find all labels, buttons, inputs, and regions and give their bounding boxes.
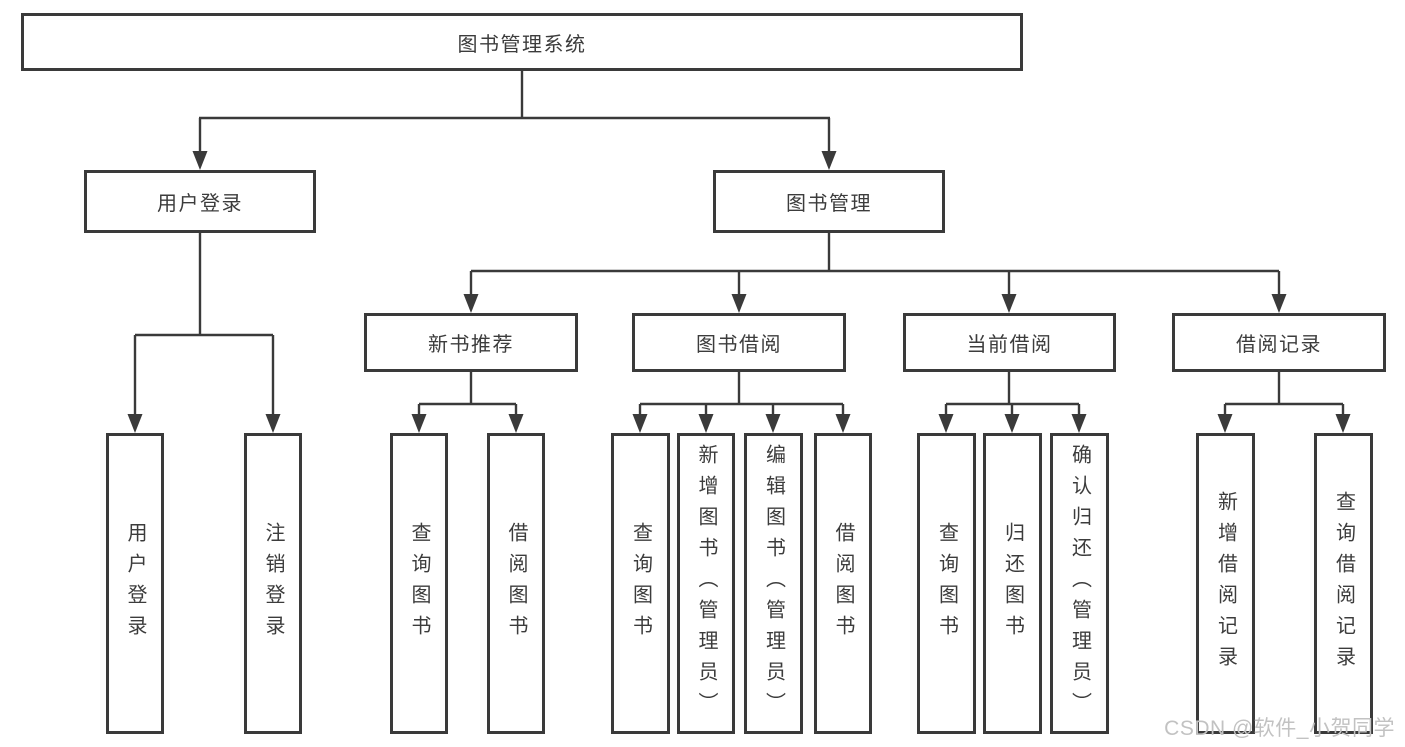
node-add-borrow-record-label: 新增借阅记录 <box>1214 490 1237 677</box>
node-edit-book-admin: 编辑图书（管理员） <box>744 433 803 734</box>
node-borrow-borrow-book: 借阅图书 <box>814 433 872 734</box>
node-book-management-label: 图书管理 <box>786 193 872 215</box>
node-add-book-admin-label: 新增图书（管理员） <box>695 444 717 723</box>
arrowhead-icon <box>508 414 524 433</box>
node-book-borrow: 图书借阅 <box>632 313 846 372</box>
node-add-book-admin: 新增图书（管理员） <box>677 433 735 734</box>
node-new-book-recommend-label: 新书推荐 <box>428 334 514 356</box>
node-borrow-record: 借阅记录 <box>1172 313 1386 372</box>
node-edit-book-admin-label: 编辑图书（管理员） <box>762 444 785 723</box>
node-library-management-system-label: 图书管理系统 <box>457 33 587 56</box>
arrowhead-icon <box>698 414 714 433</box>
node-logout-label: 注销登录 <box>262 521 284 646</box>
node-user-login-module-label: 用户登录 <box>157 193 243 215</box>
node-confirm-return-admin-label: 确认归还（管理员） <box>1068 444 1091 723</box>
arrowhead-icon <box>1335 414 1351 433</box>
node-borrow-query-book: 查询图书 <box>611 433 670 734</box>
node-add-borrow-record: 新增借阅记录 <box>1196 433 1255 734</box>
node-recommend-query-book: 查询图书 <box>390 433 448 734</box>
node-query-borrow-record-label: 查询借阅记录 <box>1332 490 1355 677</box>
node-borrow-record-label: 借阅记录 <box>1236 334 1322 356</box>
node-book-management: 图书管理 <box>713 170 945 233</box>
node-new-book-recommend: 新书推荐 <box>364 313 578 372</box>
arrowhead-icon <box>265 414 281 433</box>
node-current-query-book: 查询图书 <box>917 433 976 734</box>
arrowhead-icon <box>835 414 851 433</box>
node-recommend-borrow-book-label: 借阅图书 <box>505 521 527 646</box>
node-recommend-query-book-label: 查询图书 <box>408 521 430 646</box>
node-user-login: 用户登录 <box>106 433 164 734</box>
arrowhead-icon <box>1071 414 1087 433</box>
arrowhead-icon <box>463 294 479 313</box>
node-query-borrow-record: 查询借阅记录 <box>1314 433 1373 734</box>
arrowhead-icon <box>1004 414 1020 433</box>
node-library-management-system: 图书管理系统 <box>21 13 1023 71</box>
node-return-book-label: 归还图书 <box>1001 521 1024 646</box>
arrowhead-icon <box>192 151 208 170</box>
node-borrow-query-book-label: 查询图书 <box>629 521 652 646</box>
node-logout: 注销登录 <box>244 433 302 734</box>
csdn-watermark: CSDN @软件_小贺同学 <box>1164 717 1395 740</box>
arrowhead-icon <box>127 414 143 433</box>
node-borrow-borrow-book-label: 借阅图书 <box>832 521 854 646</box>
arrowhead-icon <box>821 151 837 170</box>
arrowhead-icon <box>938 414 954 433</box>
node-book-borrow-label: 图书借阅 <box>696 334 782 356</box>
node-current-query-book-label: 查询图书 <box>935 521 958 646</box>
node-user-login-module: 用户登录 <box>84 170 316 233</box>
arrowhead-icon <box>731 294 747 313</box>
node-current-borrow: 当前借阅 <box>903 313 1116 372</box>
arrowhead-icon <box>1217 414 1233 433</box>
node-confirm-return-admin: 确认归还（管理员） <box>1050 433 1109 734</box>
arrowhead-icon <box>1001 294 1017 313</box>
node-user-login-label: 用户登录 <box>124 521 146 646</box>
node-return-book: 归还图书 <box>983 433 1042 734</box>
arrowhead-icon <box>765 414 781 433</box>
arrowhead-icon <box>1271 294 1287 313</box>
node-current-borrow-label: 当前借阅 <box>966 334 1053 356</box>
arrowhead-icon <box>632 414 648 433</box>
node-recommend-borrow-book: 借阅图书 <box>487 433 545 734</box>
arrowhead-icon <box>411 414 427 433</box>
